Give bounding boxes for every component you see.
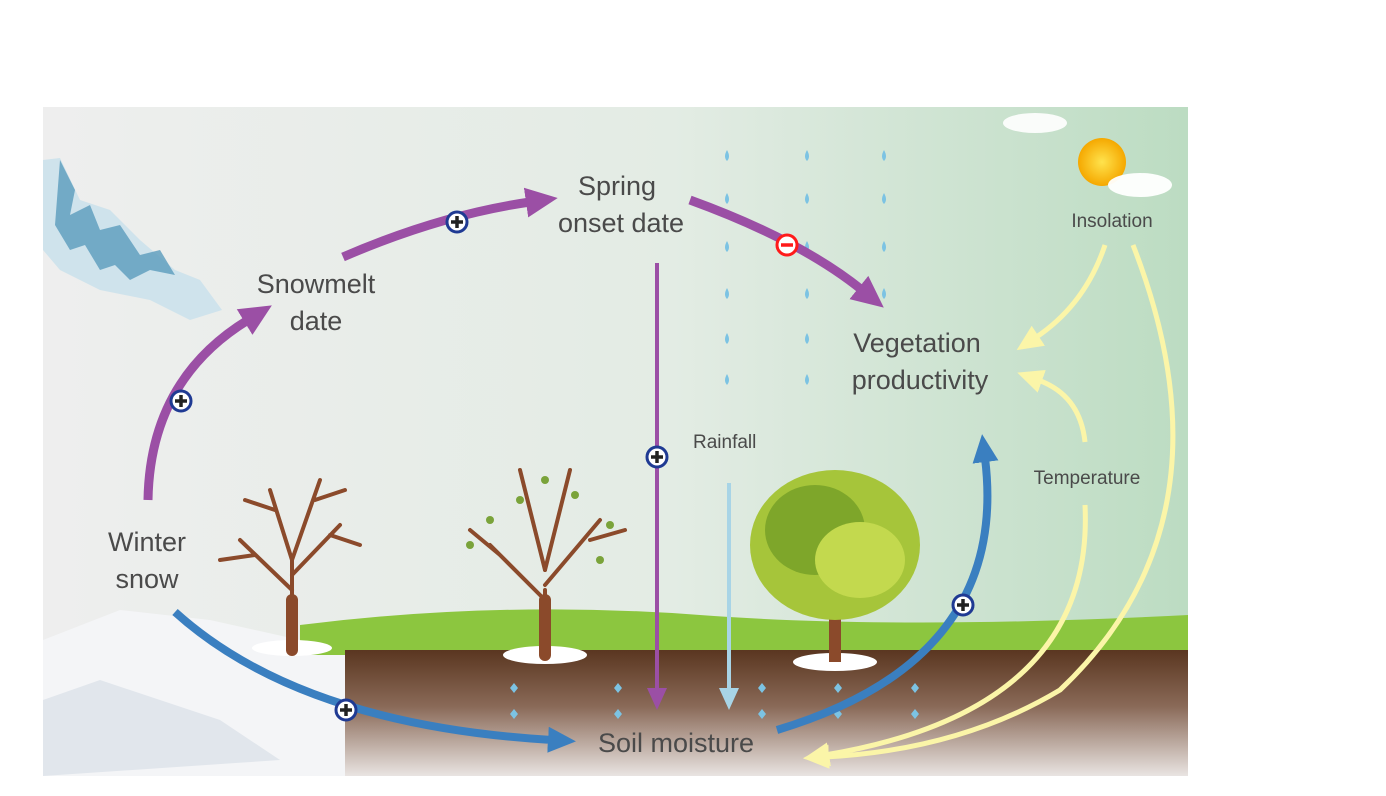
raindrop-icon [805,333,809,344]
positive-sign-icon: + [169,389,193,413]
label-soil-moisture: Soil moisture [598,728,754,758]
arrow-snowmelt-to-spring [341,187,558,262]
sun-icon [1003,113,1172,197]
label-temperature: Temperature [1034,468,1141,489]
soil-water-icon [614,683,622,693]
soil-water-drops [510,683,919,719]
arrow-snow-to-soil [172,609,576,753]
raindrop-icon [725,150,729,161]
arrow-soil-to-vegetation [775,434,999,734]
soil-water-icon [510,709,518,719]
soil-water-icon [911,709,919,719]
soil-water-icon [758,709,766,719]
soil-water-icon [834,683,842,693]
raindrop-icon [805,193,809,204]
raindrop-icon [805,374,809,385]
budding-tree [466,468,627,664]
raindrop-icon [882,241,886,252]
soil-layer [345,650,1188,776]
raindrop-icon [882,150,886,161]
label-insolation: Insolation [1071,211,1152,232]
raindrop-icon [882,193,886,204]
soil-water-icon [614,709,622,719]
grass-strip [300,609,1188,655]
bare-tree [218,478,362,656]
soil-water-icon [911,683,919,693]
raindrop-icon [725,288,729,299]
raindrop-icon [805,288,809,299]
soil-water-icon [510,683,518,693]
arrow-temperature-to-vegetation [1017,370,1088,443]
raindrop-icon [725,193,729,204]
positive-sign-icon: + [645,445,669,469]
positive-sign-icon: + [951,593,975,617]
arrow-insolation-to-soil [803,244,1176,769]
arrow-temperature-to-soil [803,504,1088,767]
negative-sign-icon: − [775,233,799,257]
positive-sign-icon: + [334,698,358,722]
raindrop-icon [725,333,729,344]
raindrop-icon [805,150,809,161]
raindrop-icon [725,241,729,252]
raindrop-icon [725,374,729,385]
arrow-insolation-to-vegetation [1016,244,1108,351]
positive-sign-icon: + [445,210,469,234]
label-rainfall: Rainfall [693,432,756,453]
leafy-tree [750,470,920,671]
soil-water-icon [758,683,766,693]
